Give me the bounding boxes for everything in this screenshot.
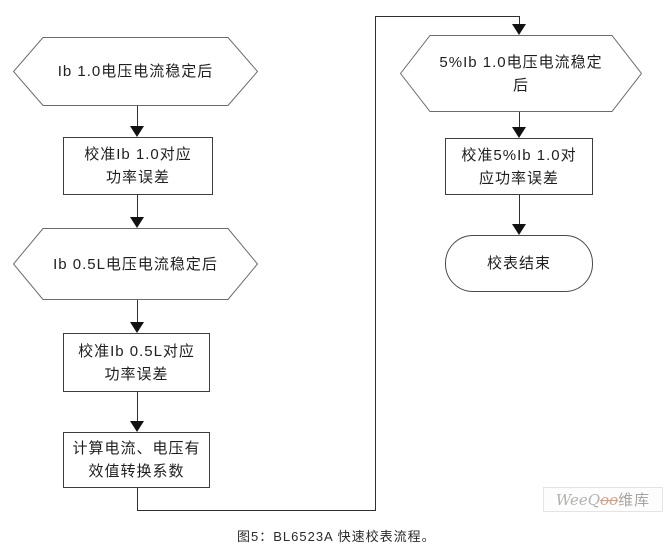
arrow-head bbox=[130, 421, 144, 432]
arrow-head bbox=[512, 127, 526, 138]
node-label-line: 应功率误差 bbox=[478, 169, 559, 187]
node-label-line: 校准Ib 0.5L对应 bbox=[78, 342, 195, 360]
node-label: Ib 0.5L电压电流稳定后 bbox=[13, 253, 258, 276]
flow-node-rect-cal-5ib10: 校准5%Ib 1.0对 应功率误差 bbox=[445, 138, 593, 195]
watermark-text-oo: oo bbox=[600, 490, 619, 509]
hexagon-shape bbox=[13, 37, 258, 106]
arrow-head bbox=[130, 217, 144, 228]
arrow-head bbox=[512, 24, 526, 35]
flow-node-terminator-end: 校表结束 bbox=[445, 235, 593, 292]
watermark-text-weiku: 维库 bbox=[618, 491, 651, 509]
arrow-line bbox=[137, 195, 138, 218]
flow-node-rect-cal-ib05l: 校准Ib 0.5L对应 功率误差 bbox=[63, 333, 210, 392]
node-label: 校准5%Ib 1.0对 应功率误差 bbox=[446, 144, 592, 190]
node-label-line: 功率误差 bbox=[104, 365, 169, 383]
arrow-head bbox=[512, 224, 526, 235]
arrow-line bbox=[137, 392, 138, 422]
arrow-line bbox=[519, 195, 520, 225]
node-label-line: 效值转换系数 bbox=[88, 463, 185, 480]
flow-node-hex-ib10: Ib 1.0电压电流稳定后 bbox=[13, 37, 258, 106]
hexagon-shape bbox=[400, 35, 642, 112]
watermark-text-wee: WeeQ bbox=[555, 490, 601, 509]
node-label: 5%Ib 1.0电压电流稳定 后 bbox=[400, 51, 642, 97]
arrow-line bbox=[137, 106, 138, 127]
figure-caption: 图5：BL6523A 快速校表流程。 bbox=[237, 529, 436, 544]
arrow-line bbox=[519, 112, 520, 128]
node-label-line: 校准Ib 1.0对应 bbox=[84, 146, 192, 163]
flow-node-hex-5ib10: 5%Ib 1.0电压电流稳定 后 bbox=[400, 35, 642, 112]
node-label: 校表结束 bbox=[446, 252, 592, 275]
flow-node-hex-ib05l: Ib 0.5L电压电流稳定后 bbox=[13, 228, 258, 300]
arrow-line bbox=[137, 300, 138, 323]
node-label-line: Ib 0.5L电压电流稳定后 bbox=[53, 255, 218, 273]
node-label-line: 功率误差 bbox=[105, 169, 170, 186]
node-label-line: 5%Ib 1.0电压电流稳定 bbox=[439, 53, 603, 71]
node-label: 校准Ib 0.5L对应 功率误差 bbox=[64, 340, 209, 386]
node-label: 校准Ib 1.0对应 功率误差 bbox=[64, 143, 212, 189]
node-label: 计算电流、电压有 效值转换系数 bbox=[64, 437, 209, 483]
connector-segment-down bbox=[137, 488, 138, 511]
arrow-head bbox=[130, 322, 144, 333]
node-label-line: 计算电流、电压有 bbox=[72, 440, 201, 457]
connector-segment-up bbox=[375, 16, 376, 511]
arrow-head bbox=[130, 126, 144, 137]
flow-node-rect-cal-ib10: 校准Ib 1.0对应 功率误差 bbox=[63, 137, 213, 195]
node-label: Ib 1.0电压电流稳定后 bbox=[13, 60, 258, 83]
connector-segment-into-hex bbox=[519, 16, 520, 26]
flow-node-rect-rms-coeff: 计算电流、电压有 效值转换系数 bbox=[63, 432, 210, 488]
connector-segment-top bbox=[375, 16, 520, 17]
node-label-line: 后 bbox=[512, 76, 529, 94]
connector-segment-right bbox=[137, 510, 376, 511]
node-label-line: 校准5%Ib 1.0对 bbox=[461, 146, 577, 164]
node-label-line: 校表结束 bbox=[486, 255, 551, 272]
node-label-line: Ib 1.0电压电流稳定后 bbox=[57, 63, 214, 80]
hexagon-shape bbox=[13, 228, 258, 300]
